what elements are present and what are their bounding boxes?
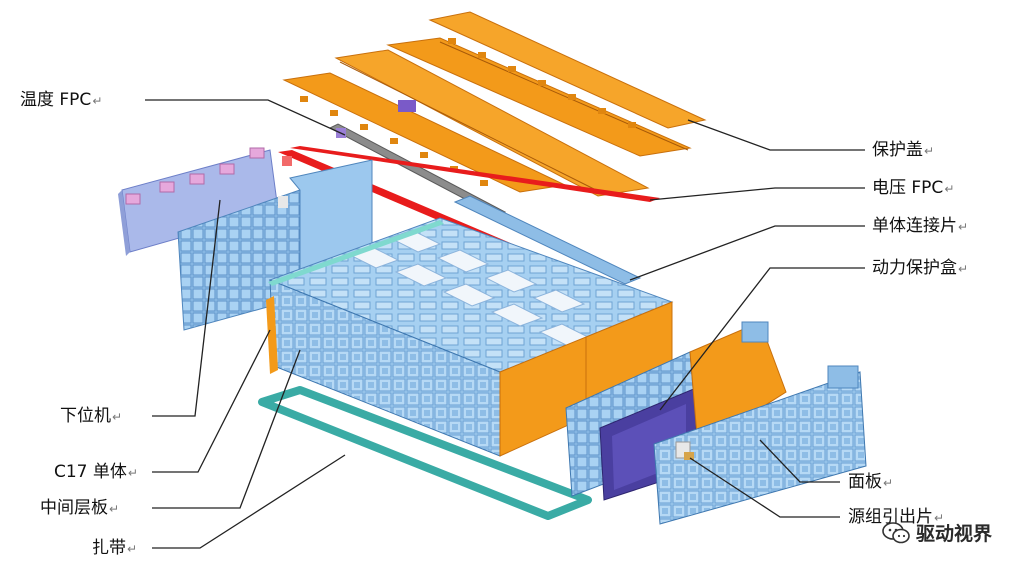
- label-power-box: 动力保护盒↵: [872, 258, 969, 278]
- leader-lower-unit: [152, 199, 221, 417]
- right-panel: [653, 321, 867, 525]
- label-lead-out: 源组引出片↵: [848, 507, 945, 527]
- leader-connector: [629, 225, 865, 281]
- label-lower-unit: 下位机↵: [60, 406, 123, 426]
- label-connector: 单体连接片↵: [872, 216, 969, 236]
- leader-power-box: [659, 267, 865, 411]
- label-volt-fpc: 电压 FPC↵: [872, 178, 955, 198]
- cell-connector-bar: [453, 195, 642, 285]
- watermark-text: 驱动视界: [915, 523, 992, 545]
- wechat-icon: [882, 521, 910, 543]
- leader-volt-fpc: [649, 187, 865, 201]
- battery-module-main: [266, 217, 674, 457]
- leader-mid-plate: [152, 349, 301, 509]
- label-cover: 保护盖↵: [872, 140, 935, 160]
- protective-cover: [282, 11, 707, 197]
- label-strap: 扎带↵: [92, 538, 138, 558]
- leader-strap: [152, 454, 346, 549]
- label-mid-plate: 中间层板↵: [40, 498, 120, 518]
- leader-lines: [145, 99, 865, 549]
- leader-panel: [759, 439, 840, 483]
- strap: [258, 386, 592, 520]
- leader-lead-out: [689, 457, 840, 518]
- leader-c17: [152, 329, 271, 473]
- label-panel: 面板↵: [848, 472, 894, 492]
- connector-pink: [125, 147, 265, 205]
- label-temp-fpc: 温度 FPC↵: [20, 90, 103, 110]
- label-c17-cell: C17 单体↵: [54, 462, 138, 482]
- lower-unit-board: [118, 147, 279, 256]
- watermark: 驱动视界: [882, 519, 992, 546]
- leader-temp-fpc: [145, 99, 346, 136]
- leader-cover: [687, 119, 865, 151]
